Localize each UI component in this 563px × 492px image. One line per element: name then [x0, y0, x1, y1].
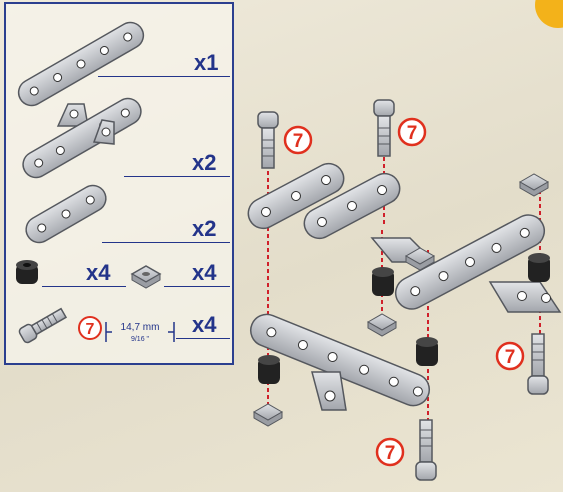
- svg-text:7: 7: [407, 123, 418, 144]
- bolt-size-badge: 7: [399, 119, 425, 145]
- svg-text:7: 7: [385, 443, 396, 464]
- square-nut-part: [520, 174, 548, 196]
- spacer-part: [528, 253, 550, 282]
- svg-text:7: 7: [293, 131, 304, 152]
- bolt-size-badge: 7: [497, 343, 523, 369]
- bolt-part: [374, 100, 394, 156]
- spacer-part: [258, 355, 280, 384]
- bolt-part: [258, 112, 278, 168]
- bolt-part: [528, 334, 548, 394]
- spacer-part: [372, 267, 394, 296]
- bolt-size-badge: 7: [285, 127, 311, 153]
- bolt-part: [416, 420, 436, 480]
- square-nut-part: [254, 404, 282, 426]
- svg-text:7: 7: [505, 347, 516, 368]
- spacer-part: [416, 337, 438, 366]
- square-nut-part: [368, 314, 396, 336]
- bolt-size-badge: 7: [377, 439, 403, 465]
